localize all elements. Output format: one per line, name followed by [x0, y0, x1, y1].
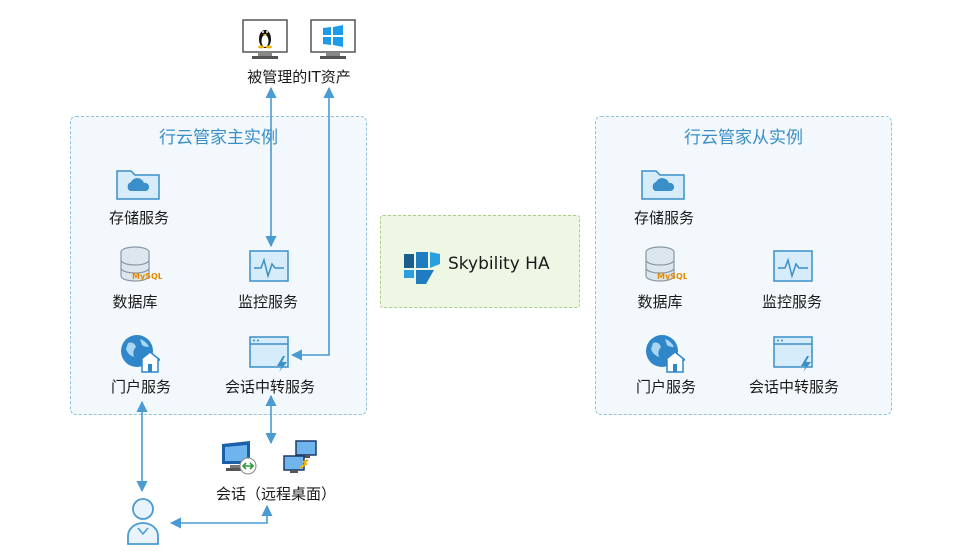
mysql-badge: MySQL: [657, 272, 687, 281]
ha-label: Skybility HA: [448, 254, 550, 274]
user-session-arrow: [169, 504, 273, 529]
portal-globe-icon: [121, 335, 160, 373]
mysql-badge: MySQL: [132, 272, 162, 281]
portal-service-label: 门户服务: [635, 378, 697, 396]
primary-instance-title: 行云管家主实例: [159, 128, 278, 148]
user-icon: [127, 498, 159, 545]
secondary-instance-title: 行云管家从实例: [684, 128, 803, 148]
linux-icon: [242, 19, 288, 59]
remote-desktop-icon: [222, 441, 257, 475]
assets-relay-arrow: [290, 86, 335, 361]
monitor-icon: [773, 250, 813, 282]
secondary-instance-panel: 行云管家从实例: [595, 116, 892, 415]
windows-icon: [310, 19, 356, 59]
mysql-database-icon: MySQL: [120, 246, 162, 282]
session-label: 会话（远程桌面）: [215, 485, 337, 503]
session-relay-icon: [249, 336, 289, 372]
mysql-database-icon: MySQL: [645, 246, 687, 282]
it-assets-label: 被管理的IT资产: [247, 68, 351, 86]
session-relay-label: 会话中转服务: [748, 378, 840, 396]
cloud-folder-icon: [641, 170, 685, 200]
monitor-icon: [249, 250, 289, 282]
session-relay-label: 会话中转服务: [224, 378, 316, 396]
monitor-service-label: 监控服务: [761, 293, 823, 311]
portal-service-label: 门户服务: [110, 378, 172, 396]
database-label: 数据库: [637, 293, 683, 311]
portal-globe-icon: [646, 335, 685, 373]
skybility-logo-icon: [404, 252, 440, 284]
storage-service-label: 存储服务: [633, 209, 695, 227]
remote-connection-icon: [283, 440, 317, 473]
cloud-folder-icon: [116, 170, 160, 200]
database-label: 数据库: [112, 293, 158, 311]
storage-service-label: 存储服务: [108, 209, 170, 227]
monitor-service-label: 监控服务: [237, 293, 299, 311]
session-relay-icon: [773, 336, 813, 372]
